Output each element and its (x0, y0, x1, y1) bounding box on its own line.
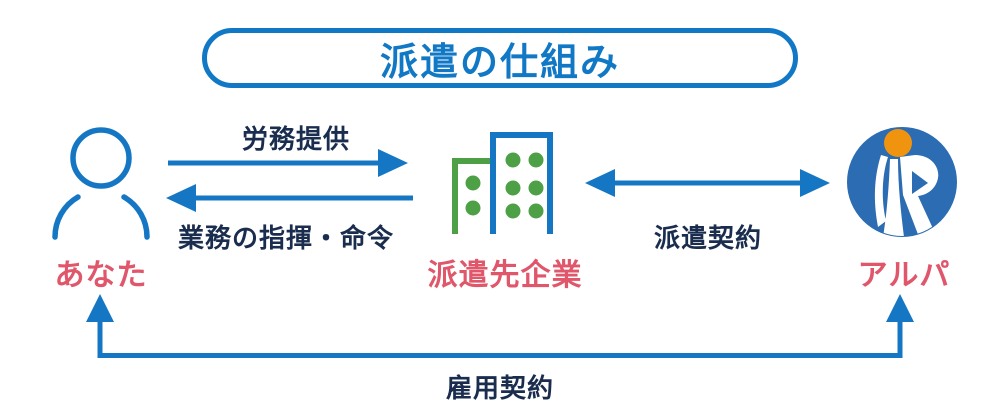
orders-label: 業務の指揮・命令 (177, 224, 395, 254)
dispatch-label: 派遣契約 (653, 224, 763, 254)
agency-label: アルパ (857, 258, 951, 293)
buildings-icon (452, 132, 553, 234)
worker-label: あなた (54, 258, 148, 293)
labor-arrow (168, 149, 408, 177)
employment-label: 雇用契約 (445, 374, 555, 404)
client-label: 派遣先企業 (427, 258, 583, 293)
diagram-title: 派遣の仕組み (202, 28, 798, 88)
orders-arrow (166, 184, 413, 212)
dispatch-contract-arrow (585, 169, 830, 197)
labor-label: 労務提供 (241, 125, 351, 155)
alpa-logo (847, 127, 957, 237)
person-icon (52, 127, 150, 240)
employment-contract-connector (86, 294, 914, 358)
